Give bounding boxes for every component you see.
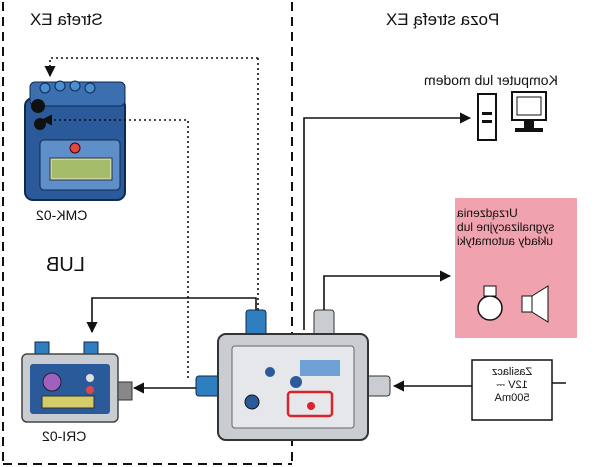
cri-label: CRI-02 bbox=[42, 428, 87, 444]
automation-label: Urządzenia sygnalizacyjne lub układy aut… bbox=[457, 206, 555, 248]
power-supply-line-2: 12V ⎓ bbox=[496, 379, 528, 391]
automation-box bbox=[455, 198, 577, 338]
ex-zone-label: Strefa EX bbox=[30, 10, 103, 29]
power-supply-label: Zasilacz 12V ⎓ 500mA bbox=[476, 366, 548, 405]
outside-zone-label: Poza strefą EX bbox=[386, 10, 500, 29]
cmk-label: CMK-02 bbox=[36, 207, 88, 223]
cri-02-device bbox=[21, 341, 133, 423]
cmk-02-device bbox=[24, 80, 126, 201]
junction-box-device bbox=[195, 309, 391, 441]
power-supply-line-3: 500mA bbox=[494, 392, 530, 404]
lub-label: LUB bbox=[46, 254, 85, 276]
bulb-icon bbox=[477, 285, 503, 321]
connection-lines bbox=[40, 57, 472, 394]
ex-zone-boundary bbox=[2, 2, 293, 465]
computer-label: Komputer lub modem bbox=[424, 72, 558, 88]
computer-icon bbox=[477, 91, 547, 141]
power-supply-box bbox=[471, 359, 553, 421]
speaker-icon bbox=[521, 285, 549, 323]
power-supply-line-1: Zasilacz bbox=[491, 366, 533, 378]
